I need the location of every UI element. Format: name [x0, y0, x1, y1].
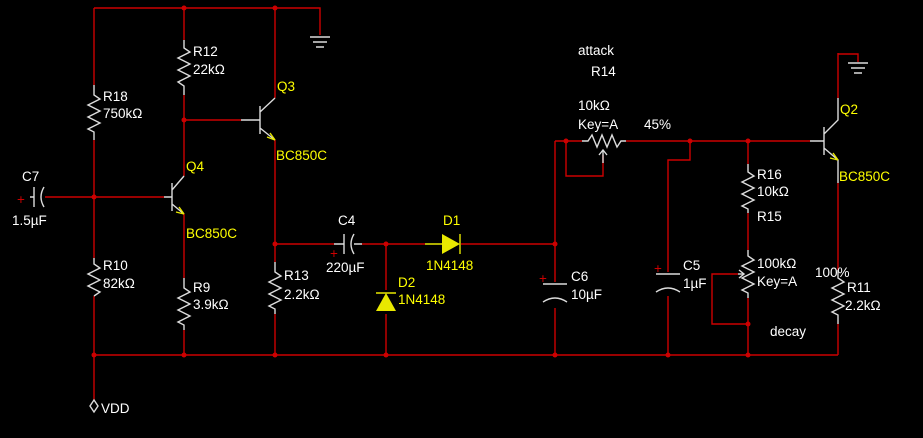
- r14-value: 10kΩ: [578, 98, 610, 113]
- q2-ref: Q2: [840, 102, 858, 117]
- r9-ref: R9: [193, 280, 210, 295]
- d2-ref: D2: [398, 275, 415, 290]
- resistor-r16[interactable]: R16 10kΩ: [740, 164, 789, 213]
- resistor-r13[interactable]: R13 2.2kΩ: [267, 262, 320, 314]
- r15-name: decay: [770, 324, 806, 339]
- c6-ref: C6: [571, 269, 588, 284]
- q4-model: BC850C: [186, 226, 237, 241]
- r15-percent: 100%: [815, 265, 850, 280]
- resistor-r11[interactable]: R11 2.2kΩ: [830, 270, 881, 324]
- c5-value: 1µF: [683, 276, 707, 291]
- vdd-label: VDD: [101, 401, 130, 416]
- capacitor-c7[interactable]: + C7 1.5µF: [12, 169, 47, 228]
- potentiometer-r14-attack[interactable]: attack R14 10kΩ Key=A 45%: [578, 43, 671, 163]
- q3-model: BC850C: [276, 148, 327, 163]
- c7-ref: C7: [22, 169, 39, 184]
- r14-percent: 45%: [644, 117, 671, 132]
- c7-polarity: +: [17, 192, 25, 207]
- wires: [45, 7, 859, 400]
- r11-ref: R11: [847, 280, 871, 295]
- resistor-r9[interactable]: R9 3.9kΩ: [176, 278, 229, 330]
- c4-value: 220µF: [326, 260, 365, 275]
- q2-model: BC850C: [839, 169, 890, 184]
- transistor-q2[interactable]: Q2 BC850C: [810, 98, 890, 184]
- r13-value: 2.2kΩ: [284, 287, 320, 302]
- r15-key: Key=A: [757, 274, 797, 289]
- r14-key: Key=A: [578, 117, 618, 132]
- r16-value: 10kΩ: [757, 184, 789, 199]
- c6-value: 10µF: [571, 287, 602, 302]
- r16-ref: R16: [757, 167, 782, 182]
- r9-value: 3.9kΩ: [193, 297, 229, 312]
- potentiometer-r15-decay[interactable]: R15 100kΩ Key=A 100% decay: [738, 209, 850, 339]
- ground-symbol-top: [310, 36, 330, 48]
- q4-ref: Q4: [186, 159, 205, 174]
- ground-symbol-q2: [848, 62, 868, 74]
- r10-value: 82kΩ: [103, 276, 135, 291]
- r11-value: 2.2kΩ: [845, 298, 881, 313]
- r14-name: attack: [578, 43, 614, 58]
- capacitor-c5[interactable]: + C5 1µF: [654, 258, 707, 293]
- r10-ref: R10: [103, 258, 128, 273]
- c5-ref: C5: [683, 258, 700, 273]
- diode-d1[interactable]: D1 1N4148: [425, 213, 473, 273]
- r18-value: 750kΩ: [103, 106, 142, 121]
- capacitor-c4[interactable]: + C4 220µF: [326, 213, 365, 275]
- d1-model: 1N4148: [426, 258, 473, 273]
- r15-value: 100kΩ: [757, 256, 796, 271]
- c4-polarity: +: [330, 246, 338, 261]
- r14-ref: R14: [591, 64, 616, 79]
- c6-polarity: +: [539, 271, 547, 286]
- c4-ref: C4: [338, 213, 356, 228]
- r18-ref: R18: [103, 89, 128, 104]
- transistor-q4[interactable]: Q4 BC850C: [164, 159, 237, 241]
- resistor-r12[interactable]: R12 22kΩ: [176, 40, 225, 95]
- junction-dots: [91, 5, 751, 358]
- q3-ref: Q3: [277, 79, 295, 94]
- r12-ref: R12: [193, 44, 218, 59]
- resistor-r10[interactable]: R10 82kΩ: [86, 258, 135, 297]
- resistor-r18[interactable]: R18 750kΩ: [86, 85, 142, 140]
- d1-ref: D1: [443, 213, 460, 228]
- c5-polarity: +: [654, 261, 662, 276]
- diode-d2[interactable]: D2 1N4148: [376, 275, 445, 311]
- r13-ref: R13: [284, 268, 309, 283]
- r15-ref: R15: [757, 209, 782, 224]
- transistor-q3[interactable]: Q3 BC850C: [241, 79, 327, 163]
- capacitor-c6[interactable]: + C6 10µF: [539, 269, 602, 303]
- d2-model: 1N4148: [398, 292, 445, 307]
- vdd-supply-terminal[interactable]: VDD: [89, 398, 130, 416]
- c7-value: 1.5µF: [12, 213, 47, 228]
- r12-value: 22kΩ: [193, 62, 225, 77]
